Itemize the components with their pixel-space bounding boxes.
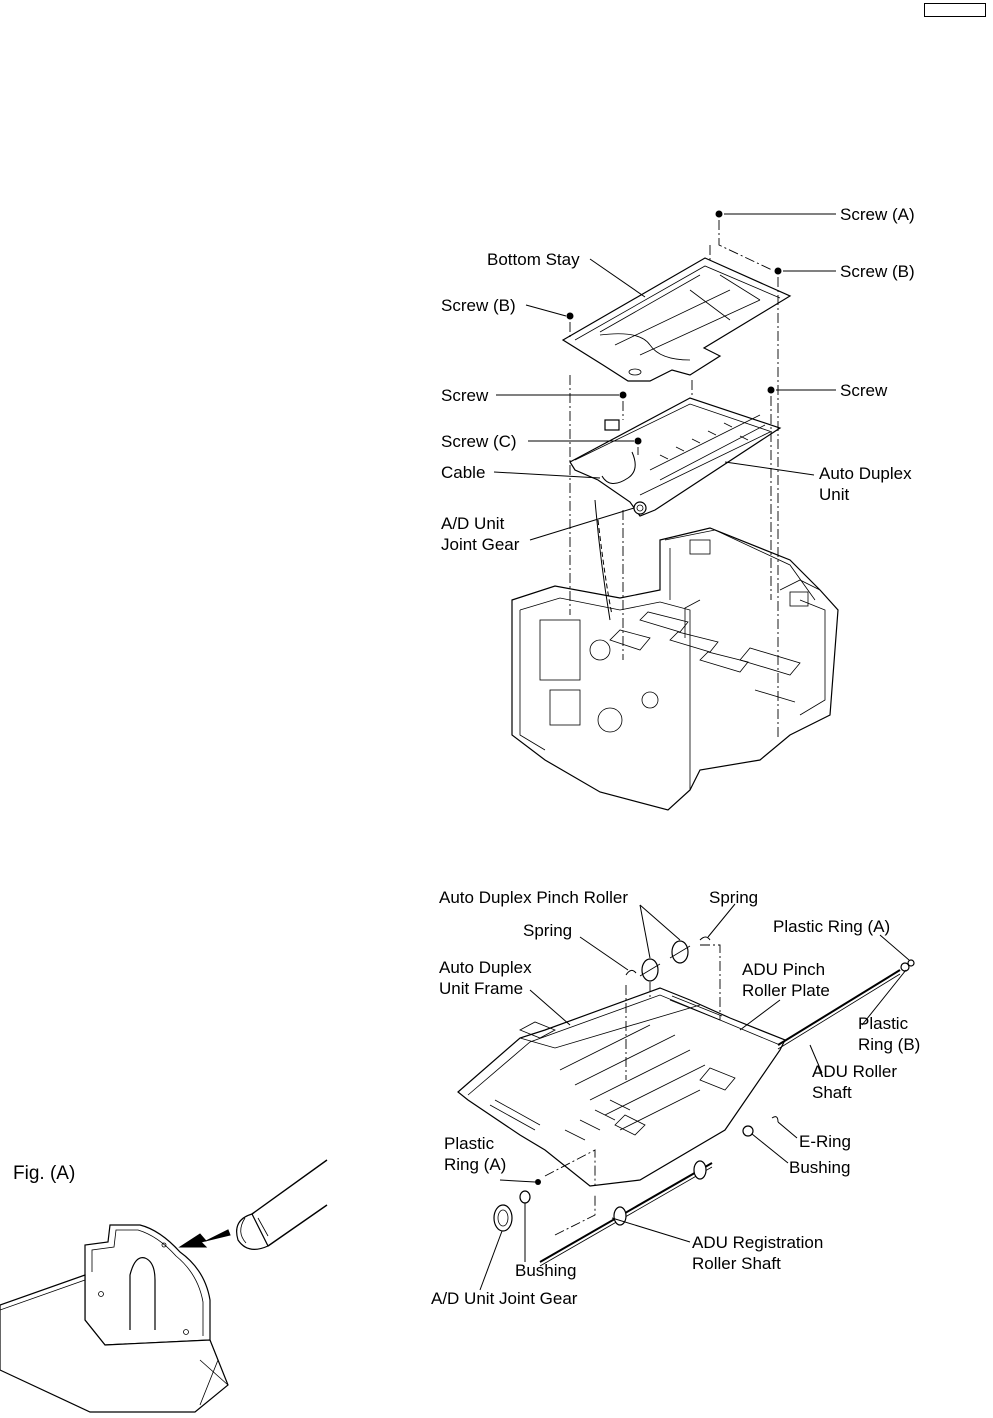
figure-a-bracket [84,1224,211,1346]
label-plastic-ring-b-2: Ring (B) [858,1035,920,1054]
figure-a-title: Fig. (A) [13,1163,75,1184]
label-pinch-roller: Auto Duplex Pinch Roller [439,888,628,907]
label-roller-shaft-2: Shaft [812,1083,852,1102]
bottom-stay-plate [561,257,792,382]
label-bushing-right: Bushing [789,1158,850,1177]
label-bushing-bottom: Bushing [515,1261,576,1280]
screws-top [566,210,782,445]
label-spring-left: Spring [523,921,572,940]
leaders-bottom [479,903,910,1291]
label-unit-frame-1: Auto Duplex [439,958,532,977]
leaders-top [493,213,836,541]
figure-a-arrow-icon [178,1229,231,1248]
spring-right-icon [699,936,711,941]
auto-duplex-unit [569,397,782,517]
figure-a-shaft [236,1159,328,1250]
label-e-ring: E-Ring [799,1132,851,1151]
label-auto-duplex-unit-1: Auto Duplex [819,464,912,483]
label-registration-shaft-1: ADU Registration [692,1233,823,1252]
label-plastic-ring-a-left-1: Plastic [444,1134,495,1153]
e-ring-icon [771,1116,779,1123]
adu-registration-roller-shaft [539,1116,779,1267]
screw-a-icon [715,210,723,218]
label-plastic-ring-a-top: Plastic Ring (A) [773,917,890,936]
label-ad-joint-gear-1: A/D Unit [441,514,505,533]
label-plastic-ring-b-1: Plastic [858,1014,909,1033]
label-screw-b-right: Screw (B) [840,262,915,281]
label-plastic-ring-a-left-2: Ring (A) [444,1155,506,1174]
label-screw-right: Screw [840,381,888,400]
screw-c-icon [634,437,642,445]
label-screw-c: Screw (C) [441,432,517,451]
label-roller-shaft-1: ADU Roller [812,1062,897,1081]
auto-duplex-unit-frame [457,987,786,1187]
bushing-right-icon [742,1125,754,1137]
label-ad-joint-gear-bottom: A/D Unit Joint Gear [431,1289,578,1308]
label-pinch-plate-1: ADU Pinch [742,960,825,979]
figure-a: Fig. (A) [0,1159,328,1413]
label-auto-duplex-unit-2: Unit [819,485,850,504]
left-side-parts [493,1179,541,1232]
ad-joint-gear-icon [493,1204,513,1232]
pinch-rollers [625,936,711,982]
label-screw-b-left: Screw (B) [441,296,516,315]
screw-right-icon [767,386,775,394]
screw-left-icon [619,391,627,399]
label-spring-right: Spring [709,888,758,907]
plastic-ring-a-left-icon [535,1179,541,1185]
alignment-lines-bottom [544,944,721,1236]
bottom-exploded-view: Auto Duplex Pinch Roller Spring Plastic … [431,888,920,1308]
label-registration-shaft-2: Roller Shaft [692,1254,781,1273]
spring-left-icon [625,969,637,976]
label-screw-left: Screw [441,386,489,405]
page-number-box [924,3,986,17]
figure-a-base [0,1274,229,1413]
label-screw-a: Screw (A) [840,205,915,224]
label-ad-joint-gear-2: Joint Gear [441,535,520,554]
plastic-ring-a-top-icon [907,959,915,967]
alignment-lines-top [569,220,779,740]
screw-b-left-icon [566,312,574,320]
screw-b-right-icon [774,267,782,275]
label-unit-frame-2: Unit Frame [439,979,523,998]
bushing-bottom-icon [519,1190,531,1204]
label-bottom-stay: Bottom Stay [487,250,580,269]
top-exploded-view: Screw (A) Bottom Stay Screw (B) Screw (B… [441,205,915,811]
label-pinch-plate-2: Roller Plate [742,981,830,1000]
adu-roller-shaft [777,959,915,1050]
label-cable: Cable [441,463,485,482]
printer-main-body [511,499,839,811]
